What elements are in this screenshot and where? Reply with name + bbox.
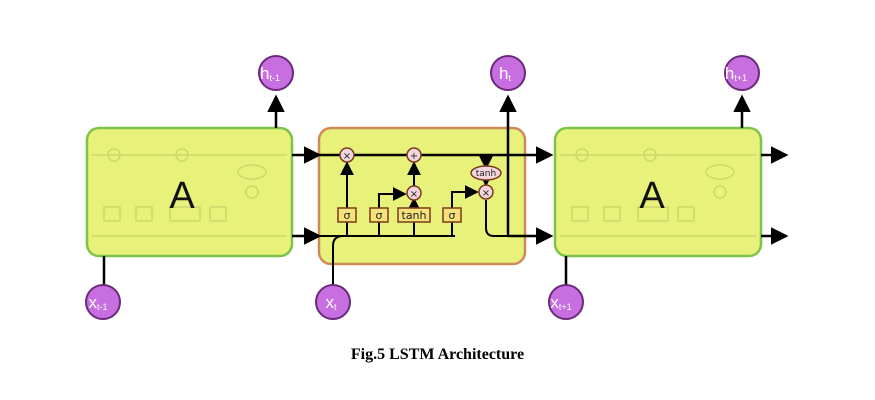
svg-text:tanh: tanh <box>476 169 496 179</box>
svg-text:×: × <box>343 151 351 162</box>
cell-left-label: A <box>169 175 195 217</box>
gate-input: σ <box>369 207 389 223</box>
svg-text:×: × <box>410 189 418 200</box>
op-output-mult: × <box>478 184 494 200</box>
connections <box>102 94 789 285</box>
op-cell-tanh: tanh <box>470 165 502 181</box>
op-forget-mult: × <box>339 147 355 163</box>
gate-output: σ <box>442 207 462 223</box>
svg-text:×: × <box>482 188 490 199</box>
node-h-curr: ht <box>490 55 526 91</box>
lstm-diagram: A A <box>85 55 789 320</box>
node-x-prev: xt-1 <box>85 284 121 320</box>
gate-forget: σ <box>337 207 357 223</box>
cell-left: A <box>85 126 294 258</box>
svg-text:xt: xt <box>325 293 337 312</box>
node-x-next: xt+1 <box>548 284 584 320</box>
cell-center <box>317 126 527 266</box>
svg-text:σ: σ <box>449 209 456 222</box>
svg-text:ht-1: ht-1 <box>260 64 280 83</box>
svg-text:σ: σ <box>344 209 351 222</box>
svg-text:tanh: tanh <box>402 209 427 222</box>
cell-right-label: A <box>639 175 665 217</box>
cell-right: A <box>553 126 763 258</box>
svg-text:xt+1: xt+1 <box>550 293 571 312</box>
op-input-mult: × <box>406 185 422 201</box>
op-cell-add: + <box>406 147 422 163</box>
svg-text:xt-1: xt-1 <box>88 293 107 312</box>
svg-text:ht: ht <box>499 64 511 83</box>
svg-text:+: + <box>410 151 418 162</box>
center-internals <box>319 155 508 286</box>
node-x-curr: xt <box>315 284 351 320</box>
gate-candidate: tanh <box>397 207 431 223</box>
svg-text:ht+1: ht+1 <box>725 64 747 83</box>
node-h-next: ht+1 <box>724 55 760 91</box>
node-h-prev: ht-1 <box>258 55 294 91</box>
svg-text:σ: σ <box>376 209 383 222</box>
figure-caption: Fig.5 LSTM Architecture <box>350 346 525 363</box>
